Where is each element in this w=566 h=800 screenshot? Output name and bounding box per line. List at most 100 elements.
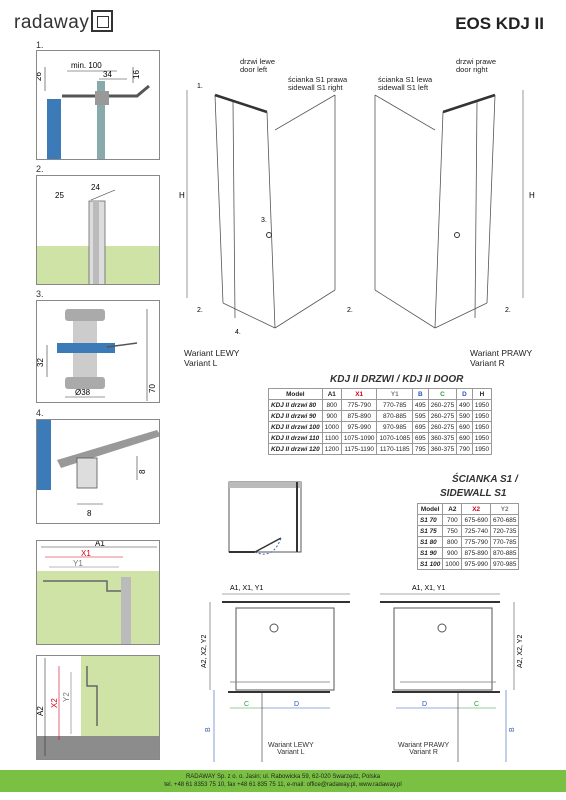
door-header-cell: C [427, 388, 458, 400]
door-table-cell: 495 [412, 399, 429, 411]
door-header-cell: D [456, 388, 473, 400]
plan-right-b: B [509, 727, 516, 732]
left-variant-label: Wariant LEWY Variant L [184, 348, 240, 368]
door-table-cell: KDJ II drzwi 80 [268, 399, 323, 411]
door-table-cell: 260-275 [427, 410, 458, 422]
detail-panel-2: 25 24 [36, 175, 160, 285]
plan-right-d: D [422, 701, 427, 708]
panel-4-number: 4. [36, 408, 44, 418]
door-table-cell: 800 [321, 399, 342, 411]
door-table-cell: 260-275 [427, 399, 458, 411]
dim-24: 24 [91, 183, 100, 192]
wall-header-cell: A2 [442, 503, 463, 515]
wall-table-cell: 720-735 [489, 525, 520, 537]
door-table-cell: 875-890 [340, 410, 378, 422]
left-marker-1: 1. [197, 83, 203, 90]
footer-address: RADAWAY Sp. z o. o. Jasin; ul. Rabowicka… [185, 774, 381, 780]
wall-table-title-2: SIDEWALL S1 [440, 488, 507, 499]
wall-table-cell: S1 100 [416, 558, 444, 570]
door-table-cell: 1100 [321, 432, 342, 444]
door-table-cell: 260-275 [427, 421, 458, 433]
wall-table-cell: 700 [442, 514, 463, 526]
door-table-cell: 795 [412, 443, 429, 455]
door-table-cell: 970-985 [376, 421, 414, 433]
door-table-cell: KDJ II drzwi 120 [268, 443, 323, 455]
door-table-cell: 360-375 [427, 432, 458, 444]
door-table-cell: 690 [456, 421, 473, 433]
dim-y1: Y1 [73, 559, 83, 568]
plan-right-side-dims: A2, X2, Y2 [517, 635, 524, 668]
wall-table-cell: 870-885 [489, 547, 520, 559]
door-table-cell: 1000 [321, 421, 342, 433]
door-header-cell: Y1 [376, 388, 414, 400]
left-marker-3: 3. [261, 217, 267, 224]
wall-table-cell: 970-985 [489, 558, 520, 570]
dim-y2: Y2 [62, 692, 71, 702]
door-header-cell: Model [268, 388, 323, 400]
wall-table-cell: 975-990 [461, 558, 491, 570]
wall-table-cell: 1000 [442, 558, 463, 570]
panel-3-number: 3. [36, 289, 44, 299]
dim-min-100: min. 100 [71, 61, 102, 70]
detail-4-drawing: 8 8 [37, 420, 159, 518]
right-marker-2: 2. [505, 307, 511, 314]
dim-x2: X2 [50, 698, 59, 708]
plan-left-b: B [205, 727, 212, 732]
wall-header-cell: Y2 [489, 503, 520, 515]
door-table-cell: 870-885 [376, 410, 414, 422]
wall-table-cell: 770-785 [489, 536, 520, 548]
detail-2-drawing: 25 24 [37, 183, 159, 284]
door-table-cell: 1950 [471, 432, 493, 444]
wall-table-cell: 875-890 [461, 547, 491, 559]
dim-70: 70 [148, 384, 157, 393]
door-table-cell: 1950 [471, 443, 493, 455]
plan-left-d: D [294, 701, 299, 708]
door-table-cell: KDJ II drzwi 100 [268, 421, 323, 433]
door-table-cell: KDJ II drzwi 90 [268, 410, 323, 422]
panel-2-number: 2. [36, 164, 44, 174]
wall-table-cell: S1 75 [416, 525, 444, 537]
wall-header-cell: X2 [461, 503, 491, 515]
door-table-cell: 595 [412, 410, 429, 422]
dim-a1: A1 [95, 541, 105, 548]
door-table-cell: 1075-1090 [340, 432, 378, 444]
wall-table-cell: 675-690 [461, 514, 491, 526]
wall-table-cell: 775-790 [461, 536, 491, 548]
left-wall-label: ścianka S1 prawa sidewall S1 right [288, 75, 348, 92]
wall-table-cell: S1 80 [416, 536, 444, 548]
plan-right-c: C [474, 701, 479, 708]
door-table-cell: 490 [456, 399, 473, 411]
wall-table-cell: 900 [442, 547, 463, 559]
wall-table-cell: 800 [442, 536, 463, 548]
wall-table-cell: 750 [442, 525, 463, 537]
dim-d38: Ø38 [75, 388, 91, 397]
model-title: EOS KDJ II [455, 14, 544, 33]
wall-header-cell: Model [416, 503, 444, 515]
brand-logo-text: radaway [14, 12, 90, 33]
plan-left-top-dims: A1, X1, Y1 [230, 585, 263, 592]
left-door-label: drzwi lewe door left [240, 57, 276, 74]
door-header-cell: A1 [321, 388, 342, 400]
detail-panel-4: 8 8 [36, 419, 160, 524]
door-table-cell: 590 [456, 410, 473, 422]
dim-32: 32 [37, 358, 45, 367]
door-table-cell: 1170-1185 [376, 443, 414, 455]
plan-right-variant: Wariant PRAWY Variant R [398, 742, 450, 756]
plan-left-c: C [244, 701, 249, 708]
wall-table-cell: 670-685 [489, 514, 520, 526]
dim-x1: X1 [81, 549, 91, 558]
brand-logo-icon [91, 10, 113, 32]
wall-table-cell: 725-740 [461, 525, 491, 537]
door-table-cell: 360-375 [427, 443, 458, 455]
door-table-cell: 695 [412, 421, 429, 433]
plan-left-side-dims: A2, X2, Y2 [201, 635, 208, 668]
wall-table-cell: S1 70 [416, 514, 444, 526]
detail-panel-3: 32 Ø38 70 [36, 300, 160, 403]
